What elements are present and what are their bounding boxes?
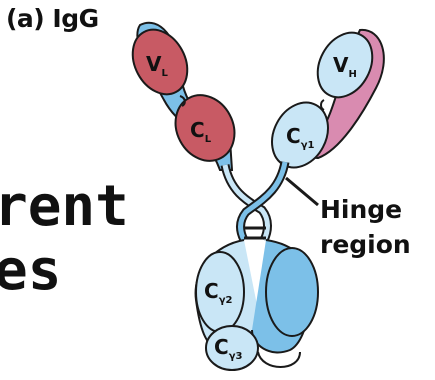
hinge-region-label: Hinge region xyxy=(320,192,411,262)
fc-loop xyxy=(258,352,300,367)
fc-right-ch2 xyxy=(266,248,318,336)
hinge-label-line-1: Hinge xyxy=(320,192,411,227)
hinge-label-line-2: region xyxy=(320,227,411,262)
hinge-pointer xyxy=(286,178,318,205)
heavy-chain-connector xyxy=(321,100,324,110)
